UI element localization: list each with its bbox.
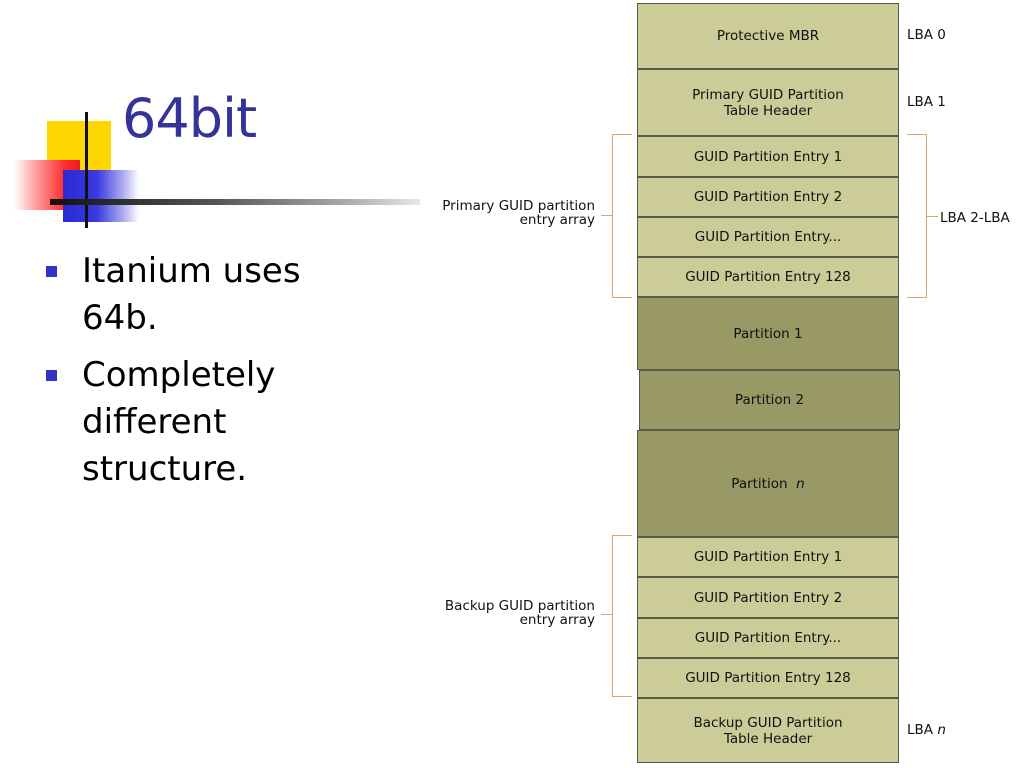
block-label: GUID Partition Entry 2 — [693, 189, 843, 205]
block-backup-entry-more: GUID Partition Entry... — [637, 618, 899, 658]
block-label: Partition n — [731, 476, 804, 492]
block-label-variable: n — [796, 475, 805, 492]
side-label-line: entry array — [519, 212, 595, 228]
side-label-line: entry array — [519, 612, 595, 628]
block-backup-entry-2: GUID Partition Entry 2 — [637, 577, 899, 618]
backup-array-label: Backup GUID partition entry array — [405, 599, 595, 627]
block-partition-2: Partition 2 — [639, 370, 900, 430]
block-label: Backup GUID Partition — [693, 714, 843, 731]
block-primary-header: Primary GUID Partition Table Header — [637, 69, 899, 136]
lba-label-n: LBA n — [907, 722, 946, 738]
bullet-list: Itanium uses 64b. Completely different s… — [46, 248, 366, 503]
block-primary-entry-1: GUID Partition Entry 1 — [637, 136, 899, 177]
bullet-text: Completely different structure. — [82, 355, 276, 489]
block-label: Partition 1 — [733, 325, 803, 342]
block-label: GUID Partition Entry... — [694, 229, 842, 245]
title-ornament-blue — [63, 170, 139, 222]
block-primary-entry-2: GUID Partition Entry 2 — [637, 177, 899, 217]
block-label: GUID Partition Entry 2 — [693, 589, 843, 606]
block-label: Partition 2 — [734, 392, 805, 408]
block-label: GUID Partition Entry 1 — [693, 549, 843, 565]
block-backup-entry-128: GUID Partition Entry 128 — [637, 658, 899, 698]
block-partition-n: Partition n — [637, 430, 899, 537]
block-partition-1: Partition 1 — [637, 297, 899, 370]
block-label: Protective MBR — [716, 28, 820, 44]
block-label: GUID Partition Entry 128 — [685, 670, 851, 686]
block-label: GUID Partition Entry 1 — [693, 148, 843, 165]
block-backup-header: Backup GUID Partition Table Header — [637, 698, 899, 763]
lba-range-bracket — [907, 134, 927, 298]
lba-range-bracket-tick — [927, 216, 938, 217]
bullet-item: Completely different structure. — [46, 352, 366, 493]
lba-label-variable: n — [937, 722, 946, 738]
block-label: Primary GUID Partition — [692, 86, 844, 103]
primary-array-label: Primary GUID partition entry array — [405, 199, 595, 227]
lba-label-prefix: LBA — [907, 722, 934, 738]
block-primary-entry-128: GUID Partition Entry 128 — [637, 257, 899, 297]
bullet-item: Itanium uses 64b. — [46, 248, 366, 342]
lba-label-0: LBA 0 — [907, 27, 946, 43]
block-label: Table Header — [723, 730, 813, 747]
lba-label-range: LBA 2-LBA — [940, 210, 1010, 226]
primary-array-bracket — [612, 134, 632, 298]
block-backup-entry-1: GUID Partition Entry 1 — [637, 537, 899, 577]
square-bullet-icon — [46, 370, 57, 381]
title-underline — [50, 199, 420, 205]
block-label-prefix: Partition — [731, 475, 788, 492]
side-label-line: Backup GUID partition — [444, 598, 595, 614]
block-label: Table Header — [723, 102, 813, 119]
primary-array-bracket-tick — [601, 215, 612, 216]
block-label: GUID Partition Entry 128 — [685, 269, 851, 285]
square-bullet-icon — [46, 266, 57, 277]
title-ornament-vertical-line — [85, 112, 88, 228]
lba-label-1: LBA 1 — [907, 94, 946, 110]
backup-array-bracket-tick — [601, 614, 612, 615]
side-label-line: Primary GUID partition — [442, 198, 595, 214]
block-label: GUID Partition Entry... — [694, 630, 842, 646]
slide-title: 64bit — [122, 87, 257, 150]
block-protective-mbr: Protective MBR — [637, 3, 899, 69]
block-primary-entry-more: GUID Partition Entry... — [637, 217, 899, 257]
bullet-text: Itanium uses 64b. — [82, 251, 301, 338]
backup-array-bracket — [612, 535, 632, 697]
